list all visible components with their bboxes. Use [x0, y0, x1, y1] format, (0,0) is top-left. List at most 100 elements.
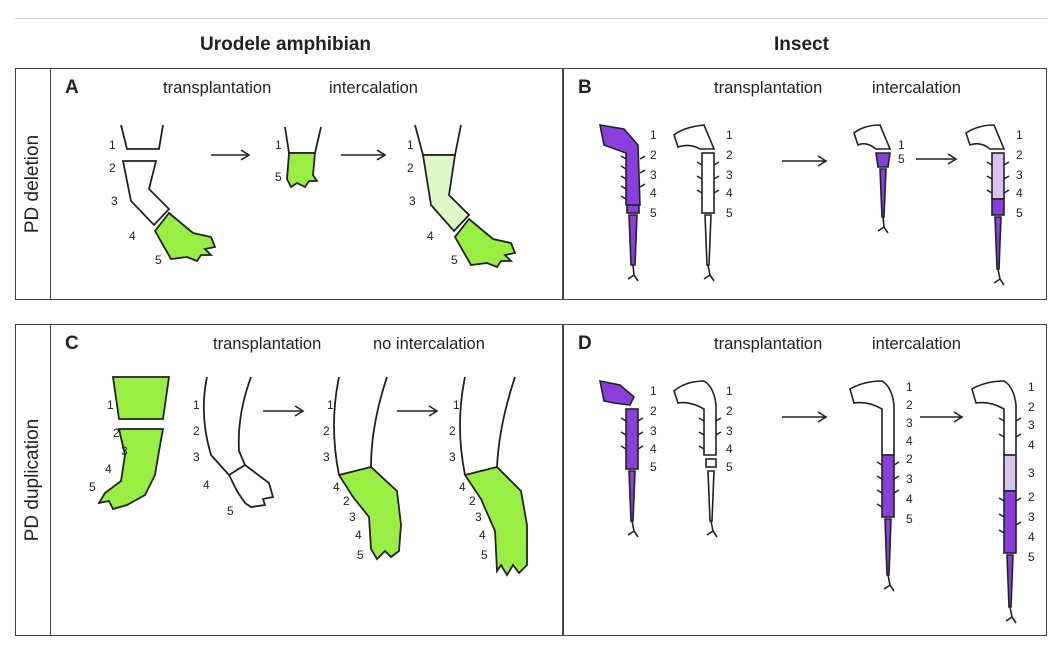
panel-a-drawing: 1 2 3 4 5 1 5 [109, 124, 517, 269]
segment-number: 1 [1028, 380, 1035, 394]
step-intercalation: intercalation [872, 335, 961, 353]
panel-b-drawing: 1 2 3 4 5 1 2 3 4 5 [598, 124, 1023, 286]
segment-numbers-a3: 1 2 3 4 5 [407, 138, 458, 267]
column-title-insect: Insect [774, 34, 829, 55]
segment-numbers-c1: 1 2 3 4 5 [89, 398, 128, 494]
amphibian-limb-host [120, 124, 217, 263]
segment-number: 4 [203, 478, 210, 492]
arrow-icon [782, 411, 828, 423]
segment-number: 3 [111, 194, 118, 208]
segment-number: 1 [650, 384, 657, 398]
amphibian-limb-host [202, 376, 275, 508]
segment-numbers-c3: 1 2 3 4 2 3 4 5 [323, 398, 364, 562]
segment-number: 1 [193, 398, 200, 412]
segment-number: 3 [1028, 466, 1035, 480]
panel-b: B transplantation intercalation 1 2 3 4 … [564, 69, 1046, 299]
segment-number: 5 [89, 480, 96, 494]
segment-number: 3 [906, 472, 913, 486]
segment-numbers-b3: 1 5 [898, 138, 905, 166]
segment-number: 2 [1028, 490, 1035, 504]
amphibian-limb-donor [97, 376, 171, 511]
segment-numbers-a2: 1 5 [275, 138, 282, 184]
arrow-icon [916, 153, 958, 165]
segment-number: 3 [193, 450, 200, 464]
segment-number: 4 [650, 186, 657, 200]
segment-number: 1 [726, 128, 733, 142]
segment-number: 1 [898, 138, 905, 152]
arrow-icon [341, 149, 387, 161]
segment-number: 4 [479, 528, 486, 542]
step-no-intercalation: no intercalation [373, 335, 485, 353]
amphibian-limb-regenerated [414, 124, 517, 269]
insect-leg-host [673, 380, 722, 538]
segment-number: 3 [409, 194, 416, 208]
segment-number: 4 [427, 229, 434, 243]
segment-number: 3 [726, 424, 733, 438]
segment-number: 4 [906, 434, 913, 448]
segment-number: 5 [155, 253, 162, 267]
panel-divider [562, 325, 564, 635]
panel-letter: A [65, 77, 79, 98]
step-transplantation: transplantation [714, 79, 823, 97]
segment-number: 5 [898, 152, 905, 166]
segment-number: 1 [275, 138, 282, 152]
arrow-icon [211, 149, 251, 161]
insect-leg-donor [598, 379, 644, 538]
segment-numbers-c4: 1 2 3 4 2 3 4 5 [449, 398, 488, 562]
step-transplantation: transplantation [213, 335, 322, 353]
segment-number: 4 [129, 229, 136, 243]
segment-number: 5 [275, 170, 282, 184]
segment-number: 2 [193, 424, 200, 438]
segment-number: 2 [1016, 148, 1023, 162]
segment-number: 5 [451, 253, 458, 267]
step-transplantation: transplantation [163, 79, 272, 97]
segment-number: 2 [906, 398, 913, 412]
panel-a: A transplantation intercalation 1 2 3 4 … [51, 69, 562, 299]
segment-number: 4 [726, 186, 733, 200]
segment-number: 3 [475, 510, 482, 524]
segment-number: 2 [343, 494, 350, 508]
segment-numbers-d4: 1 2 3 4 3 2 3 4 5 [1028, 380, 1035, 564]
segment-number: 1 [109, 138, 116, 152]
row-pd-duplication: PD duplication C transplantation no inte… [15, 324, 1047, 636]
row-pd-deletion: PD deletion A transplantation intercalat… [15, 68, 1047, 300]
segment-number: 4 [459, 480, 466, 494]
segment-number: 5 [650, 460, 657, 474]
segment-number: 3 [323, 450, 330, 464]
arrow-icon [263, 405, 305, 417]
segment-number: 4 [355, 528, 362, 542]
panel-letter: B [578, 77, 592, 98]
segment-number: 4 [650, 442, 657, 456]
segment-numbers-a1: 1 2 3 4 5 [109, 138, 162, 267]
step-intercalation: intercalation [872, 79, 961, 97]
insect-leg-stump [853, 124, 892, 234]
segment-number: 1 [1016, 128, 1023, 142]
segment-number: 5 [481, 548, 488, 562]
segment-number: 1 [906, 380, 913, 394]
panel-c-drawing: 1 2 3 4 5 1 2 3 4 5 [89, 376, 528, 577]
segment-numbers-d1: 1 2 3 4 5 [650, 384, 657, 474]
panel-d-drawing: 1 2 3 4 5 1 2 3 4 5 [598, 379, 1035, 624]
segment-number: 2 [726, 148, 733, 162]
panel-letter: D [578, 333, 592, 354]
segment-number: 2 [1028, 400, 1035, 414]
segment-number: 2 [109, 161, 116, 175]
segment-number: 5 [726, 460, 733, 474]
segment-number: 2 [449, 424, 456, 438]
segment-number: 3 [906, 416, 913, 430]
row-label-cell: PD deletion [16, 69, 51, 299]
segment-number: 3 [650, 168, 657, 182]
segment-number: 1 [650, 128, 657, 142]
segment-numbers-c2: 1 2 3 4 5 [193, 398, 234, 518]
segment-number: 4 [906, 492, 913, 506]
segment-number: 1 [327, 398, 334, 412]
panel-d: D transplantation intercalation 1 2 3 4 … [564, 325, 1046, 635]
segment-numbers-d3: 1 2 3 4 2 3 4 5 [906, 380, 913, 526]
segment-number: 4 [105, 462, 112, 476]
insect-leg-regenerated [971, 380, 1022, 624]
segment-number: 1 [726, 384, 733, 398]
segment-number: 4 [1028, 438, 1035, 452]
segment-number: 2 [113, 426, 120, 440]
panel-letter: C [65, 333, 79, 354]
top-rule [15, 18, 1047, 19]
